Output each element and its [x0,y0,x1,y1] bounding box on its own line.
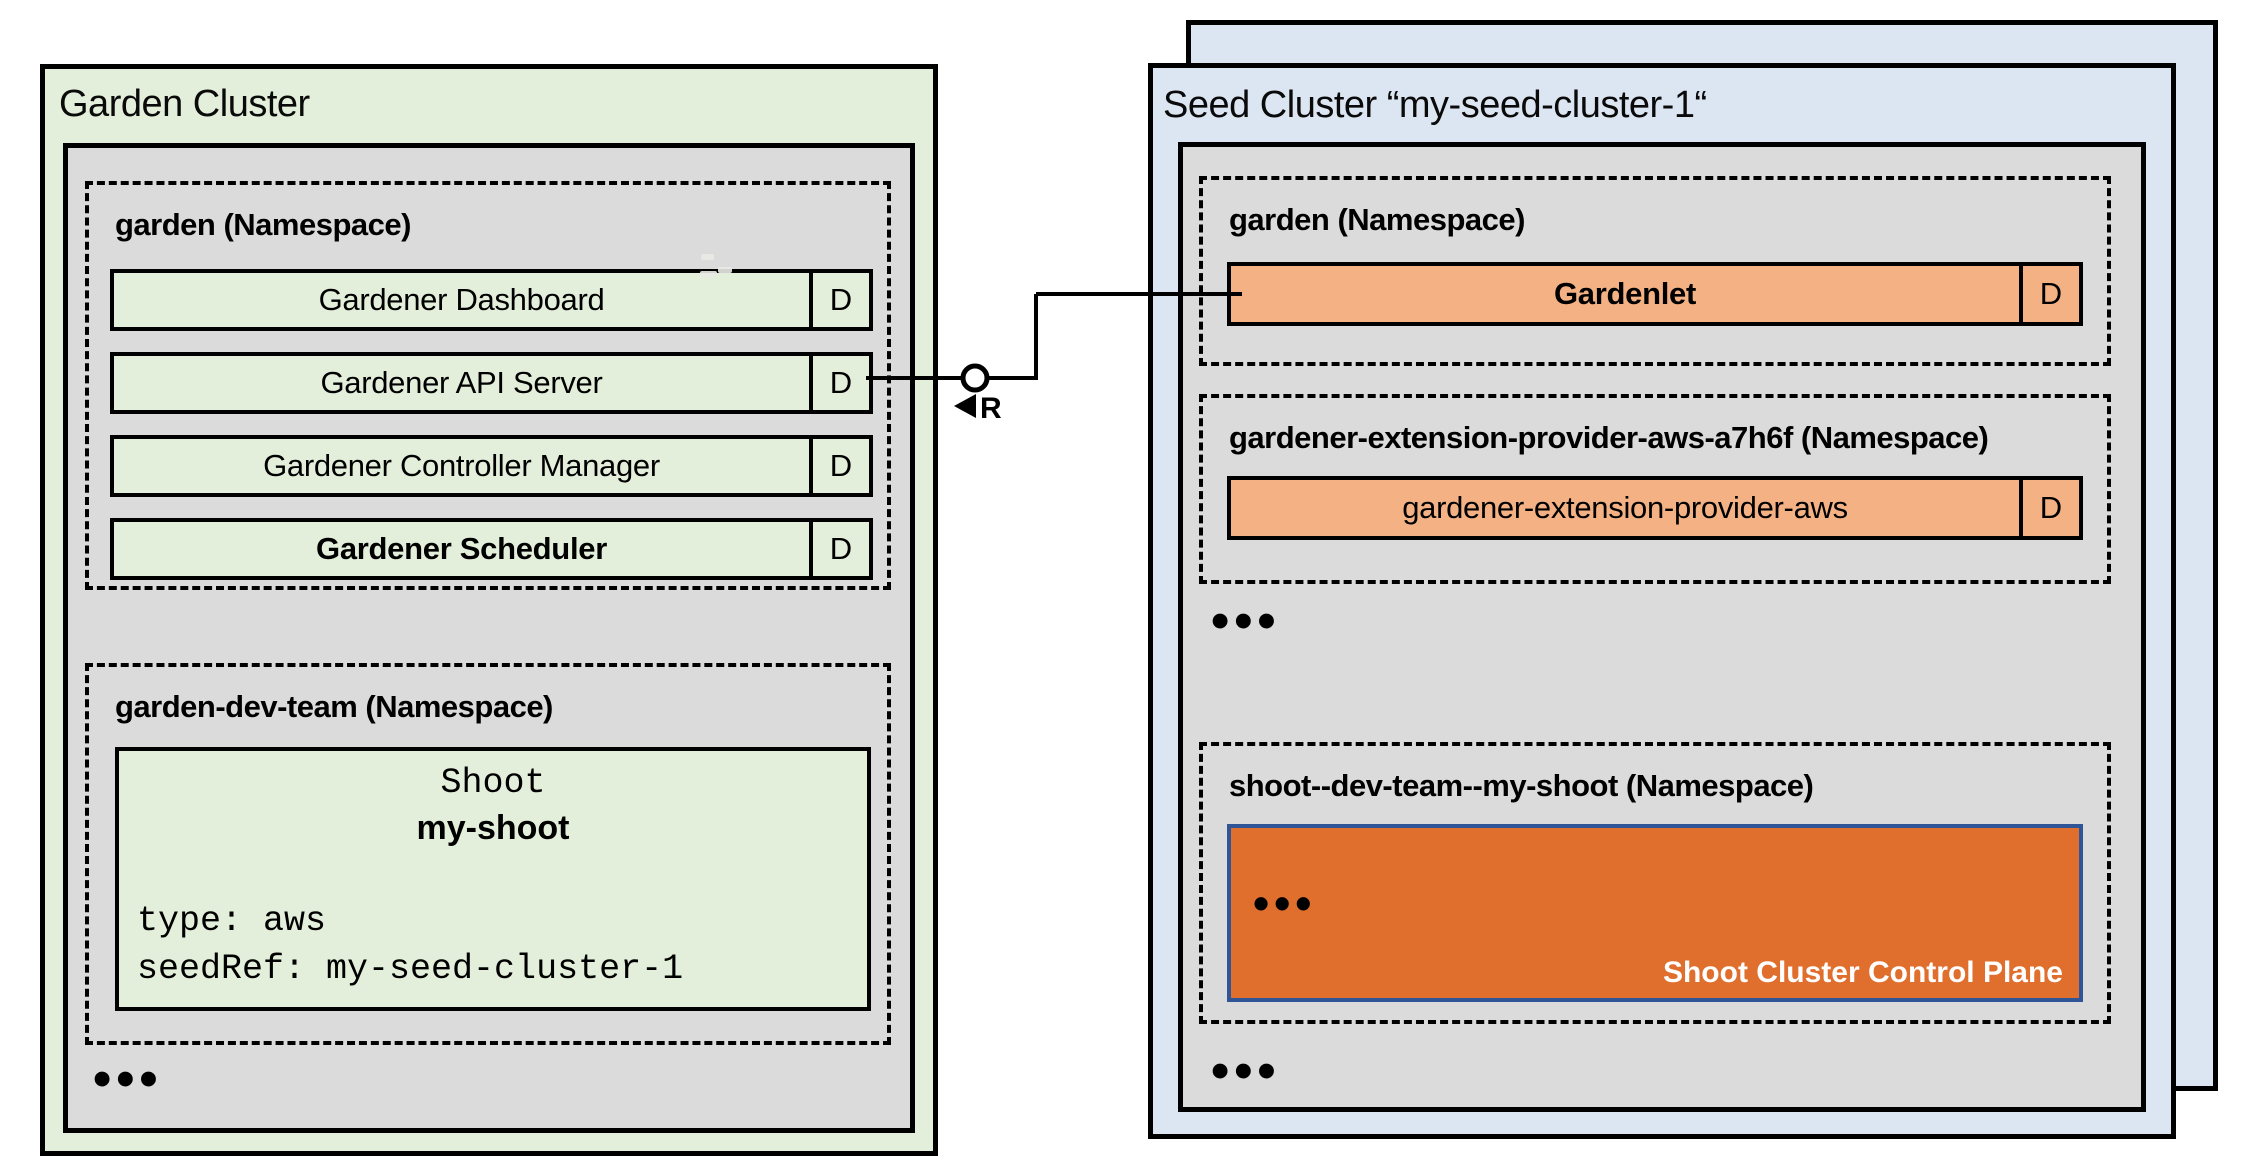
deployment-badge: D [809,522,869,576]
namespace-label: garden (Namespace) [1229,202,1525,237]
namespace-label: gardener-extension-provider-aws-a7h6f (N… [1229,420,1989,455]
deployment-badge: D [2019,266,2079,322]
more-shoot-namespaces-ellipsis: ••• [1211,1042,1281,1100]
namespace-label: shoot--dev-team--my-shoot (Namespace) [1229,768,1814,803]
seed-namespace-box-shoot: shoot--dev-team--my-shoot (Namespace) ••… [1199,742,2111,1024]
dev-team-namespace-box: garden-dev-team (Namespace) Shoot my-sho… [85,663,891,1045]
garden-cluster-title: Garden Cluster [59,83,310,125]
extension-row: gardener-extension-provider-aws D [1227,476,2083,540]
scheduler-row: Gardener Scheduler D [110,518,873,580]
controller-manager-label: Gardener Controller Manager [263,448,660,483]
controller-manager-row: Gardener Controller Manager D [110,435,873,497]
garden-cluster-box: Garden Cluster garden (Namespace) Garden… [40,64,938,1156]
namespace-label: garden (Namespace) [115,207,411,242]
dashboard-label: Gardener Dashboard [318,282,605,317]
api-server-row: Gardener API Server D [110,352,873,414]
shoot-spec-type: type: aws [137,901,327,941]
dashboard-row: Gardener Dashboard D [110,269,873,331]
gardenlet-row: Gardenlet D [1227,262,2083,326]
deployment-badge: D [809,356,869,410]
more-garden-namespaces-ellipsis: ••• [93,1050,163,1108]
shoot-control-plane-box: ••• Shoot Cluster Control Plane [1227,824,2083,1002]
seed-namespace-box-garden: garden (Namespace) Gardenlet D [1199,176,2111,366]
api-server-label: Gardener API Server [320,365,603,400]
seed-cluster-box: Seed Cluster “my-seed-cluster-1“ garden … [1148,63,2176,1139]
deployment-badge: D [809,273,869,327]
scheduler-label: Gardener Scheduler [316,531,607,566]
reconcile-label: R [980,392,1002,425]
api-server-gardenlet-connector: R [866,292,1242,425]
faded-artifact-dash [701,254,714,260]
shoot-spec-seedref: seedRef: my-seed-cluster-1 [137,949,684,989]
faded-artifact-dash [718,267,732,273]
control-plane-contents-ellipsis: ••• [1253,877,1317,929]
left-arrowhead-icon [954,394,976,418]
deployment-badge: D [2019,480,2079,536]
seed-cluster-inner-panel: garden (Namespace) Gardenlet D gardener-… [1178,142,2146,1112]
gardenlet-label: Gardenlet [1553,276,1696,311]
shoot-kind: Shoot [440,763,546,803]
shoot-resource-box: Shoot my-shoot type: aws seedRef: my-see… [115,747,871,1011]
namespace-label: garden-dev-team (Namespace) [115,689,553,724]
garden-cluster-inner-panel: garden (Namespace) Gardener Dashboard D … [63,143,915,1133]
faded-artifact-dash [700,271,717,277]
seed-namespace-box-extension: gardener-extension-provider-aws-a7h6f (N… [1199,394,2111,584]
seed-cluster-title: Seed Cluster “my-seed-cluster-1“ [1163,84,1707,126]
deployment-badge: D [809,439,869,493]
extension-label: gardener-extension-provider-aws [1402,490,1848,525]
control-plane-label: Shoot Cluster Control Plane [1662,956,2063,989]
shoot-name: my-shoot [416,809,570,847]
interface-lollipop-circle [960,363,990,393]
garden-namespace-box: garden (Namespace) Gardener Dashboard D … [85,181,891,590]
more-namespaces-ellipsis: ••• [1211,592,1281,650]
